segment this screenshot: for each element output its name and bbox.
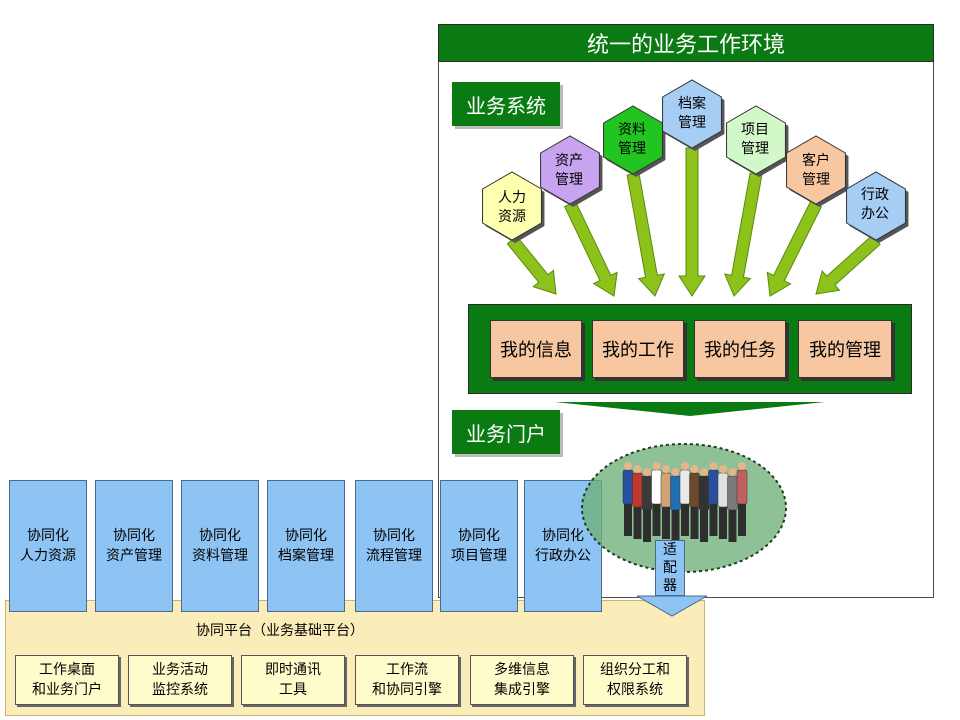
platform-item-workflow[interactable]: 工作流和协同引擎 <box>355 655 459 705</box>
person-figure <box>727 468 738 542</box>
arrow-assets <box>563 200 618 297</box>
module-hexagons <box>482 79 909 297</box>
adapter-down-arrow <box>637 595 707 617</box>
arrow-customers <box>766 200 823 297</box>
person-figure <box>660 465 672 539</box>
hex-hr[interactable] <box>482 171 542 241</box>
business-portal-label: 业务门户 <box>452 410 560 454</box>
adapter-box: 适配器 <box>655 540 685 596</box>
module-label-archives: 档案管理 <box>678 96 706 131</box>
platform-item-desktop[interactable]: 工作桌面和业务门户 <box>15 655 119 705</box>
users-group-illustration <box>581 443 787 573</box>
arrow-materials <box>626 172 666 297</box>
collab-col-hr[interactable]: 协同化人力资源 <box>9 480 87 612</box>
portal-my-work[interactable]: 我的工作 <box>592 320 684 378</box>
person-figure <box>670 468 681 542</box>
collab-col-process[interactable]: 协同化流程管理 <box>355 480 433 612</box>
module-label-admin: 行政办公 <box>861 187 889 222</box>
portal-my-info[interactable]: 我的信息 <box>490 320 582 378</box>
platform-label: 协同平台（业务基础平台） <box>196 623 364 639</box>
hex-customers[interactable] <box>786 135 846 205</box>
platform-item-integration[interactable]: 多维信息集成引擎 <box>470 655 574 705</box>
arrow-hr <box>506 235 557 295</box>
portal-my-tasks[interactable]: 我的任务 <box>694 320 786 378</box>
collab-col-archives[interactable]: 协同化档案管理 <box>267 480 345 612</box>
hex-materials[interactable] <box>603 105 663 175</box>
collab-col-assets[interactable]: 协同化资产管理 <box>95 480 173 612</box>
module-label-assets: 资产管理 <box>555 153 583 188</box>
module-label-materials: 资料管理 <box>618 122 646 157</box>
module-label-customers: 客户管理 <box>802 153 830 188</box>
hex-admin[interactable] <box>846 171 906 241</box>
hex-assets[interactable] <box>540 135 600 205</box>
person-figure <box>698 468 710 542</box>
platform-item-im[interactable]: 即时通讯工具 <box>241 655 345 705</box>
collab-col-materials[interactable]: 协同化资料管理 <box>181 480 259 612</box>
portal-my-management[interactable]: 我的管理 <box>798 320 892 378</box>
portal-down-arrow <box>555 402 825 416</box>
person-figure <box>651 462 662 536</box>
person-figure <box>632 465 643 539</box>
person-figure <box>689 465 700 539</box>
person-figure <box>717 465 729 539</box>
person-figure <box>622 462 634 536</box>
business-system-label: 业务系统 <box>452 82 560 126</box>
person-figure <box>679 462 691 536</box>
module-label-projects: 项目管理 <box>741 122 769 157</box>
person-figure <box>736 462 748 536</box>
arrow-projects <box>723 172 763 297</box>
hex-archives[interactable] <box>662 79 722 149</box>
person-figure <box>641 468 653 542</box>
platform-item-permissions[interactable]: 组织分工和权限系统 <box>583 655 687 705</box>
arrow-archives <box>678 147 706 297</box>
collab-col-projects[interactable]: 协同化项目管理 <box>440 480 518 612</box>
platform-item-monitoring[interactable]: 业务活动监控系统 <box>128 655 232 705</box>
hex-projects[interactable] <box>726 105 786 175</box>
person-figure <box>708 462 719 536</box>
module-label-hr: 人力资源 <box>498 190 526 225</box>
panel-title: 统一的业务工作环境 <box>438 24 934 62</box>
arrow-admin <box>815 234 881 295</box>
